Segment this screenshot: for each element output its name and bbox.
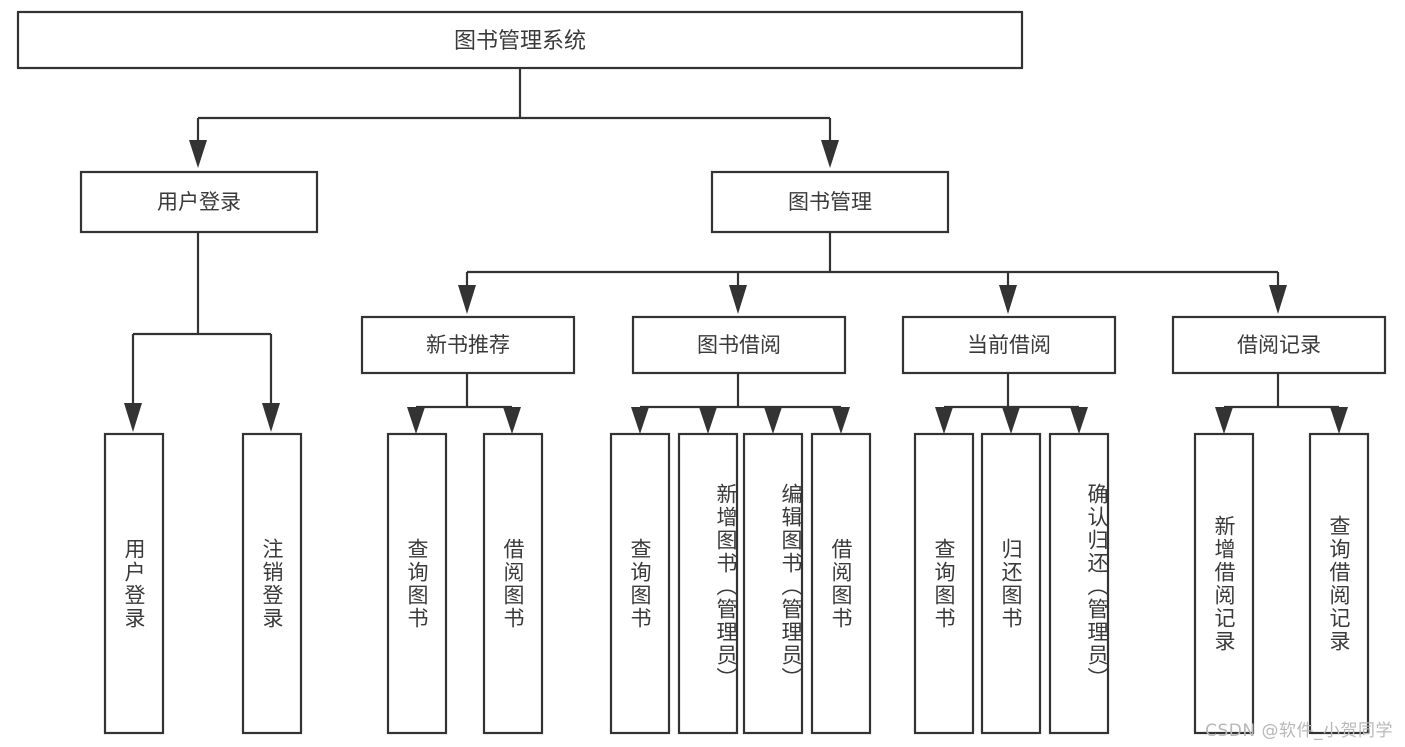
node-borrow-record[interactable]: 借阅记录 <box>1171 315 1387 375</box>
leaf-box-user-login-2[interactable] <box>241 432 303 735</box>
leaf-box-current-borrow-3[interactable] <box>1048 432 1110 735</box>
leaf-box-new-book-1[interactable] <box>386 432 448 735</box>
leaf-box-current-borrow-2[interactable] <box>980 432 1042 735</box>
arrow-book-mgmt-c3 <box>999 285 1017 314</box>
arrow-user-login-c1 <box>124 403 142 432</box>
node-book-management-label: 图书管理 <box>788 190 872 214</box>
connector-group-user-login <box>124 232 280 432</box>
arrow-book-borrow-c3 <box>764 407 782 434</box>
connector-group-book-mgmt <box>458 232 1287 314</box>
leaf-box-book-borrow-4[interactable] <box>810 432 872 735</box>
node-root[interactable]: 图书管理系统 <box>16 10 1024 70</box>
leaf-box-book-borrow-1[interactable] <box>609 432 671 735</box>
node-book-borrow-label: 图书借阅 <box>697 333 781 357</box>
leaf-box-current-borrow-1[interactable] <box>913 432 975 735</box>
arrow-book-mgmt-c1 <box>458 285 476 314</box>
leaf-box-book-borrow-2[interactable] <box>677 432 739 735</box>
node-new-book-recommend[interactable]: 新书推荐 <box>360 315 576 375</box>
arrow-root-to-user-login <box>189 140 207 168</box>
arrow-book-mgmt-c4 <box>1269 285 1287 314</box>
arrow-root-to-book-mgmt <box>821 140 839 168</box>
node-book-borrow[interactable]: 图书借阅 <box>631 315 847 375</box>
arrow-book-borrow-c4 <box>832 407 850 434</box>
node-current-borrow[interactable]: 当前借阅 <box>901 315 1117 375</box>
arrow-book-borrow-c1 <box>631 407 649 434</box>
connector-group-new-book <box>407 373 521 434</box>
node-new-book-recommend-label: 新书推荐 <box>426 333 510 357</box>
node-book-management[interactable]: 图书管理 <box>710 170 950 234</box>
leaf-box-book-borrow-3[interactable] <box>742 432 804 735</box>
arrow-book-borrow-c2 <box>699 407 717 434</box>
connector-group-borrow-record <box>1215 373 1348 434</box>
leaf-box-user-login-1[interactable] <box>103 432 165 735</box>
arrow-borrow-record-c2 <box>1330 407 1348 434</box>
node-user-login-box[interactable] <box>79 170 319 234</box>
node-borrow-record-label: 借阅记录 <box>1237 333 1321 357</box>
node-current-borrow-label: 当前借阅 <box>967 333 1051 357</box>
connector-group-current-borrow <box>935 373 1088 434</box>
node-user-login[interactable]: 用户登录 <box>79 170 319 234</box>
arrow-new-book-c2 <box>503 407 521 434</box>
leaf-box-new-book-2[interactable] <box>482 432 544 735</box>
node-book-borrow-box[interactable] <box>631 315 847 375</box>
arrow-new-book-c1 <box>407 407 425 434</box>
node-book-management-box[interactable] <box>710 170 950 234</box>
node-root-label: 图书管理系统 <box>454 29 586 54</box>
leaf-box-borrow-record-2[interactable] <box>1308 432 1370 735</box>
arrow-current-borrow-c3 <box>1070 407 1088 434</box>
node-current-borrow-box[interactable] <box>901 315 1117 375</box>
arrow-borrow-record-c1 <box>1215 407 1233 434</box>
node-root-box[interactable] <box>16 10 1024 70</box>
arrow-user-login-c2 <box>262 403 280 432</box>
watermark-text: CSDN @软件_小贺同学 <box>1205 721 1393 741</box>
arrow-current-borrow-c2 <box>1002 407 1020 434</box>
connector-group-root <box>189 67 839 168</box>
node-user-login-label: 用户登录 <box>157 190 241 214</box>
arrow-book-mgmt-c2 <box>729 285 747 314</box>
connector-group-book-borrow <box>631 373 850 434</box>
node-new-book-recommend-box[interactable] <box>360 315 576 375</box>
node-borrow-record-box[interactable] <box>1171 315 1387 375</box>
leaf-box-borrow-record-1[interactable] <box>1193 432 1255 735</box>
arrow-current-borrow-c1 <box>935 407 953 434</box>
